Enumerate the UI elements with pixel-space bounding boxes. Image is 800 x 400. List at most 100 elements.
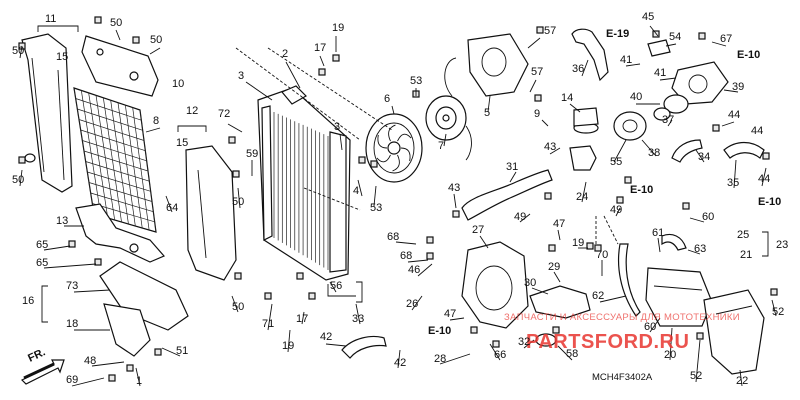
bolt: [586, 242, 594, 250]
callout-43: 43: [544, 141, 556, 153]
fan-blade: [388, 124, 396, 142]
callout-50: 50: [110, 17, 122, 29]
leader-line: [19, 169, 23, 187]
callout-e10: E-10: [737, 49, 760, 61]
callout-32: 32: [518, 336, 530, 348]
bolt: [762, 152, 770, 160]
callout-5: 5: [484, 107, 490, 119]
watermark-subtext: ЗАПЧАСТИ И АКСЕССУАРЫ ДЛЯ МОТОТЕХНИКИ: [504, 312, 740, 323]
callout-47: 47: [444, 308, 456, 320]
leader-line: [549, 147, 561, 155]
callout-39: 39: [732, 81, 744, 93]
lower-bracket-13: [75, 203, 165, 263]
bolt: [536, 26, 544, 34]
callout-56: 56: [330, 280, 342, 292]
bolt: [452, 210, 460, 218]
cooling-fan: [365, 113, 423, 183]
fan-motor: [425, 95, 472, 161]
callout-60: 60: [644, 321, 656, 333]
fan-blade: [400, 147, 411, 162]
leader-line: [557, 345, 573, 361]
lower-cover: [99, 261, 189, 357]
leader-line: [625, 63, 641, 67]
callout-25: 25: [737, 229, 749, 241]
callout-17: 17: [314, 42, 326, 54]
callout-15: 15: [56, 51, 68, 63]
bolt: [426, 252, 434, 260]
callout-14: 14: [561, 92, 573, 104]
callout-44: 44: [728, 109, 740, 121]
grill-line: [75, 98, 142, 121]
callout-43: 43: [448, 182, 460, 194]
leader-line: [509, 171, 517, 183]
leader-line: [391, 105, 395, 115]
callout-21: 21: [740, 249, 752, 261]
leader-line: [285, 61, 301, 89]
leader-line: [489, 343, 501, 361]
fan-shroud: [461, 241, 529, 329]
leader-line: [355, 303, 361, 325]
watermark-text: PARTSFORD.RU: [526, 331, 689, 353]
callout-7: 7: [438, 140, 444, 152]
bolt: [616, 196, 624, 204]
leader-line: [695, 149, 705, 163]
callout-55: 55: [610, 156, 622, 168]
leader-line: [553, 271, 561, 283]
leader-line: [527, 37, 541, 49]
leader-line: [569, 103, 581, 113]
callout-13: 13: [56, 215, 68, 227]
leader-line: [599, 295, 627, 303]
callout-72: 72: [218, 108, 230, 120]
leader-line: [771, 299, 777, 317]
leader-line: [135, 367, 141, 387]
leader-line: [407, 259, 429, 263]
bolt: [108, 374, 116, 382]
leader-line: [453, 193, 457, 209]
bolt: [696, 332, 704, 340]
fan-blade: [377, 134, 388, 149]
bolt: [492, 340, 500, 348]
callout-61: 61: [652, 227, 664, 239]
callout-68: 68: [387, 231, 399, 243]
callout-33: 33: [352, 313, 364, 325]
bolt: [552, 326, 560, 334]
leader-line: [695, 339, 701, 383]
front-direction-label: FR.: [26, 346, 47, 364]
leader-line: [657, 237, 661, 253]
callout-8: 8: [153, 115, 159, 127]
callout-44: 44: [751, 125, 763, 137]
leader-line: [357, 179, 363, 197]
leader-line: [91, 361, 125, 367]
grill-line: [87, 171, 151, 192]
grill-line: [77, 108, 143, 131]
bolt: [426, 236, 434, 244]
leader-line: [301, 311, 305, 325]
callout-34: 34: [698, 151, 710, 163]
leader-line: [115, 29, 121, 41]
callout-19: 19: [282, 340, 294, 352]
routing-line: [603, 215, 619, 245]
callout-50: 50: [150, 34, 162, 46]
grill-line: [78, 119, 145, 141]
callout-47: 47: [553, 218, 565, 230]
callout-18: 18: [66, 318, 78, 330]
callout-65: 65: [36, 239, 48, 251]
callout-2: 2: [282, 48, 288, 60]
callout-42: 42: [320, 331, 332, 343]
callout-52: 52: [690, 370, 702, 382]
leader-line: [479, 235, 489, 249]
leader-line: [71, 377, 105, 387]
callout-65: 65: [36, 257, 48, 269]
fan-blade: [397, 133, 412, 142]
callout-29: 29: [548, 261, 560, 273]
leader-line: [613, 139, 627, 163]
callout-9: 9: [534, 108, 540, 120]
leader-line: [161, 347, 181, 357]
bolt: [470, 326, 478, 334]
callout-49: 49: [610, 204, 622, 216]
upper-bracket-10: [81, 35, 159, 97]
leader-line: [669, 327, 673, 361]
callout-35: 35: [727, 177, 739, 189]
leader-line: [267, 303, 273, 331]
